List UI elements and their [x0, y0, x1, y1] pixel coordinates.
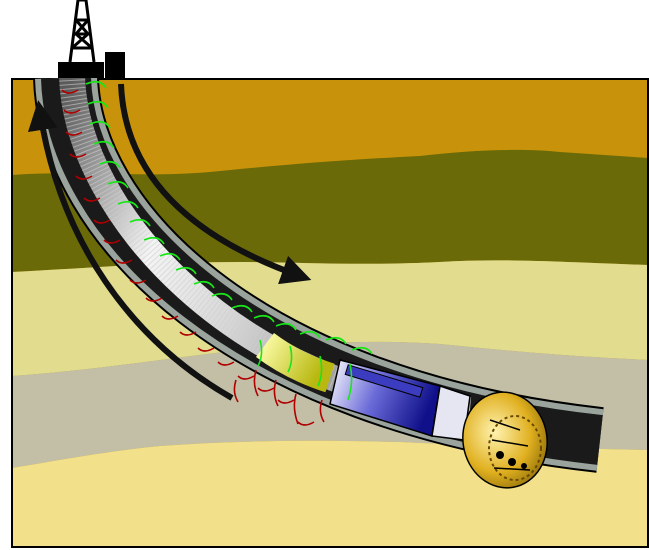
rig-mud-tank	[105, 52, 125, 78]
pulse-green	[287, 345, 293, 373]
pulse-red	[69, 153, 87, 158]
pulse-green	[299, 330, 321, 339]
pulse-red	[61, 89, 79, 94]
pulse-red	[103, 239, 121, 244]
pulse-red	[319, 399, 325, 423]
pulse-green	[193, 280, 215, 289]
pulse-red	[145, 297, 163, 302]
mwd-sensor-section	[256, 332, 335, 393]
drill-bit-icon	[462, 391, 548, 489]
drill-bit-nozzle	[496, 451, 504, 459]
pulse-green	[253, 314, 275, 323]
pulse-red	[273, 379, 279, 407]
pulse-red	[197, 347, 215, 352]
pulse-red	[233, 379, 239, 403]
rig-floor	[58, 62, 104, 78]
drill-bit-nozzle	[521, 463, 527, 469]
drill-bit-nozzle	[508, 458, 516, 466]
pulse-red	[161, 315, 179, 320]
pulse-green	[87, 100, 109, 109]
pulse-red	[129, 279, 147, 284]
pulse-red	[217, 361, 235, 366]
pulse-red	[277, 399, 295, 404]
pulse-green	[117, 200, 139, 209]
pulse-red	[115, 259, 133, 264]
pulse-red	[293, 393, 299, 425]
drill-bit-face	[488, 415, 542, 481]
pulse-green	[257, 339, 263, 367]
pulse-red	[63, 109, 81, 114]
pulse-green	[89, 120, 111, 129]
pulse-green	[107, 180, 129, 189]
pulse-green	[351, 346, 373, 355]
pulse-green	[231, 304, 253, 313]
telemetry-pulses-green	[85, 80, 373, 401]
drilling-rig-icon	[58, 0, 125, 78]
pulse-red	[75, 175, 93, 180]
pulse-red	[257, 387, 275, 392]
pulse-green	[159, 252, 181, 261]
mud-motor-slot	[344, 364, 424, 398]
pulse-green	[85, 80, 107, 89]
mud-flow-up-arrow-icon	[27, 100, 234, 401]
pulse-green	[275, 322, 297, 331]
drill-bit-blade	[489, 419, 531, 471]
pulse-red	[93, 219, 111, 224]
pulse-green	[211, 292, 233, 301]
pulse-red	[83, 197, 101, 202]
pulse-green	[143, 236, 165, 245]
pulse-green	[175, 266, 197, 275]
pulse-red	[297, 421, 315, 426]
pulse-red	[65, 131, 83, 136]
pulse-green	[347, 363, 353, 401]
pulse-red	[179, 331, 197, 336]
pulse-green	[317, 355, 323, 387]
mud-flow-down-arrow-icon	[118, 83, 312, 285]
diagram-frame	[11, 78, 649, 548]
pulse-red	[253, 369, 259, 397]
pulse-green	[99, 160, 121, 169]
pulse-red	[237, 375, 255, 380]
telemetry-pulses-red	[61, 89, 325, 426]
pulse-green	[325, 336, 347, 345]
pulse-green	[129, 218, 151, 227]
rig-derrick	[68, 0, 96, 63]
pulse-green	[93, 140, 115, 149]
